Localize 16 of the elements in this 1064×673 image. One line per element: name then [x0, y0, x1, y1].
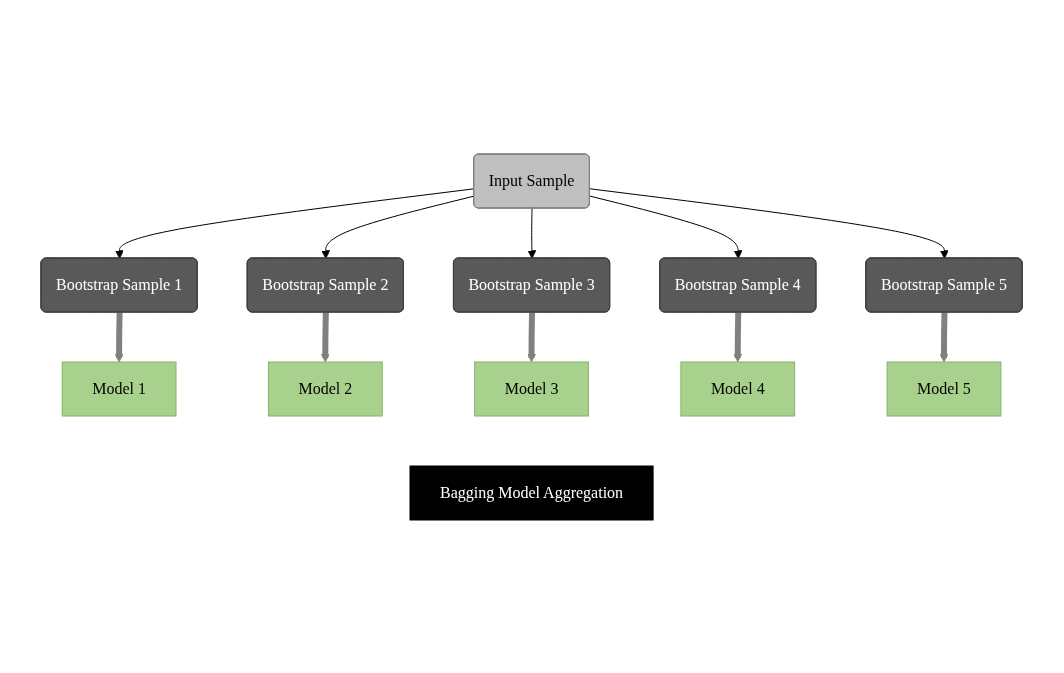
arrow — [321, 195, 476, 259]
arrow — [115, 187, 476, 259]
arrow — [940, 311, 949, 362]
arrow — [733, 311, 743, 362]
node-box: Model 2 — [268, 361, 384, 416]
node-box: Model 3 — [474, 361, 590, 416]
arrow — [527, 311, 537, 362]
arrow — [115, 311, 124, 362]
node-box: Bagging Model Aggregation — [409, 465, 655, 520]
arrow — [527, 207, 537, 259]
node-box: Model 4 — [680, 361, 796, 416]
node-box: Model 5 — [887, 361, 1002, 416]
arrow — [321, 311, 331, 362]
arrow — [589, 195, 743, 259]
node-box: Model 1 — [62, 361, 177, 416]
arrow — [589, 187, 950, 259]
